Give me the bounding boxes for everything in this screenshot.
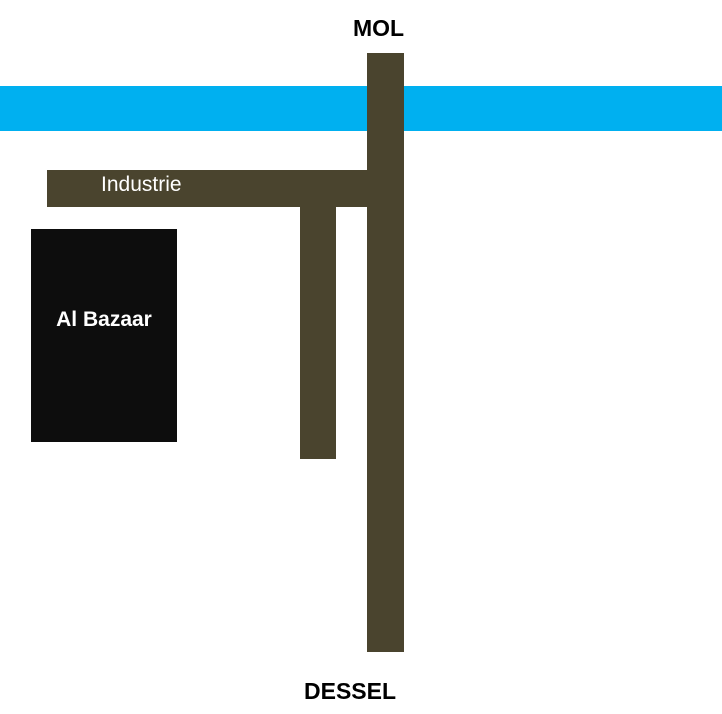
branch-road [300, 170, 336, 459]
destination-mol-label: MOL [353, 15, 405, 41]
industrie-road-label: Industrie [101, 173, 182, 196]
destination-dessel-label: DESSEL [304, 678, 397, 704]
al-bazaar-building: Al Bazaar [31, 229, 177, 442]
canal [0, 86, 722, 131]
al-bazaar-label: Al Bazaar [56, 308, 152, 331]
industrie-road [47, 170, 404, 207]
main-road-mol-dessel [367, 53, 404, 652]
